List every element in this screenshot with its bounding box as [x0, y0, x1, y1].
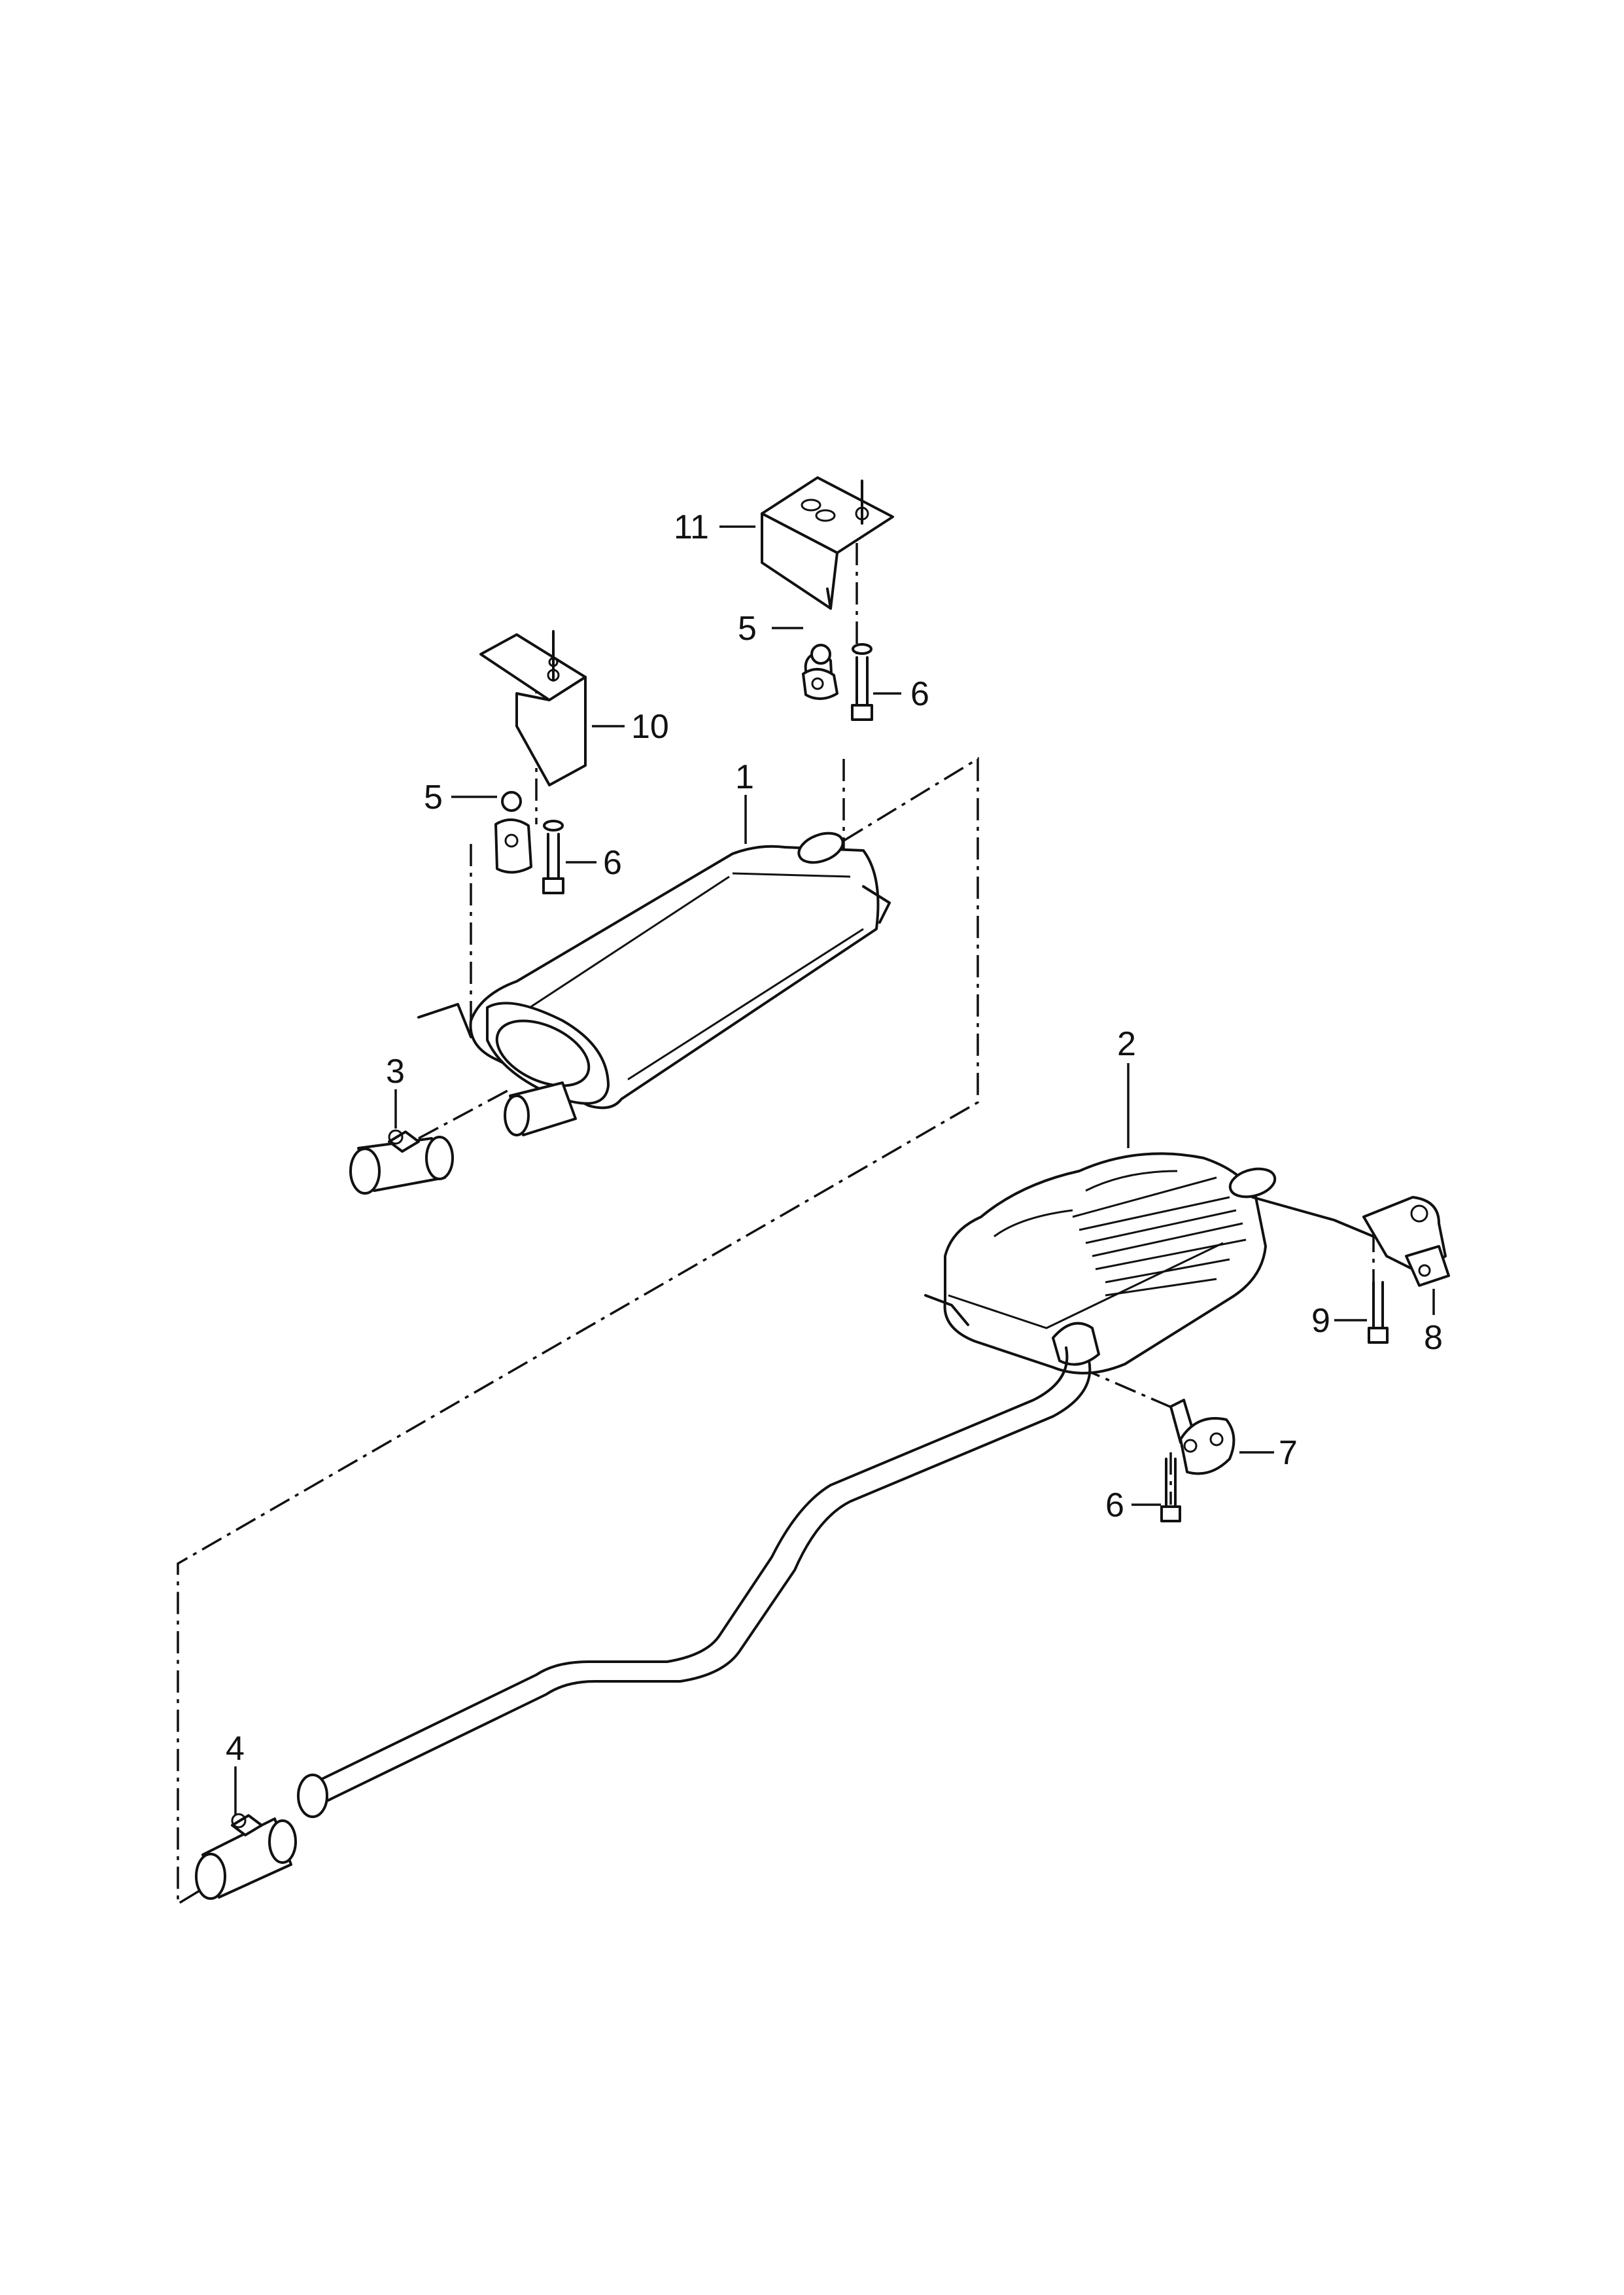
leader-lines [234, 525, 1435, 1815]
front-silencer-1 [417, 832, 891, 1136]
rubber-mount-7 [1169, 1399, 1235, 1475]
rubber-mount-5-lower [494, 791, 532, 874]
callout-6-lower: 6 [603, 844, 622, 882]
bolt-9 [1368, 1281, 1389, 1344]
clamp-3 [349, 1129, 454, 1195]
callout-11: 11 [674, 508, 709, 546]
heat-shield-bracket-11 [761, 476, 894, 610]
hanger-bracket-8 [1362, 1196, 1450, 1287]
callout-9: 9 [1311, 1302, 1330, 1340]
callout-4: 4 [226, 1730, 245, 1768]
callout-2: 2 [1117, 1025, 1136, 1063]
rear-silencer-2 [924, 1152, 1375, 1375]
callout-5-lower: 5 [424, 779, 443, 816]
callout-5-upper: 5 [738, 610, 757, 648]
bolt-6-upper [851, 643, 873, 721]
bolt-6-rear [1160, 1458, 1181, 1522]
callout-3: 3 [386, 1053, 405, 1091]
bolt-6-lower [542, 820, 564, 894]
intermediate-pipe [297, 1346, 1092, 1818]
callout-6-upper: 6 [910, 675, 929, 713]
rubber-mount-5-upper [802, 644, 838, 700]
callout-6-rear: 6 [1105, 1486, 1124, 1524]
clamp-4 [195, 1813, 297, 1900]
callout-7: 7 [1279, 1434, 1298, 1472]
callout-labels: 11 5 6 10 5 6 1 3 2 4 7 8 9 6 [226, 508, 1443, 1768]
callout-8: 8 [1424, 1319, 1443, 1357]
callout-10: 10 [631, 708, 669, 746]
callout-1: 1 [735, 758, 754, 796]
heat-shield-bracket-10 [479, 630, 587, 786]
